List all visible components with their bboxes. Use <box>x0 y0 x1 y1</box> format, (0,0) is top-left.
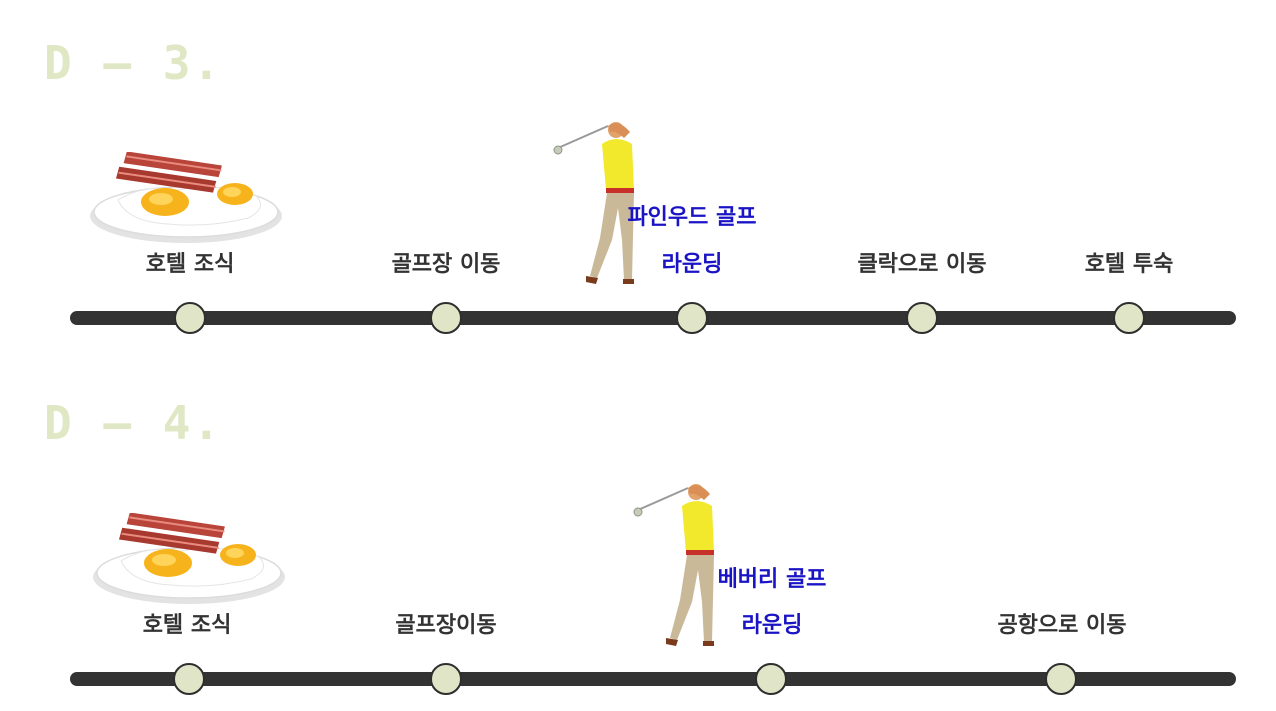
stop-label-breakfast: 호텔 조식 <box>142 613 232 638</box>
timeline-dot <box>430 663 462 695</box>
day-4-label: D – 4. <box>44 396 223 450</box>
golf-course-name: 베버리 골프 <box>717 567 827 592</box>
timeline-dot <box>174 302 206 334</box>
stop-label-breakfast: 호텔 조식 <box>145 252 235 277</box>
stop-label-move-to-airport: 공항으로 이동 <box>997 613 1127 638</box>
timeline-dot <box>755 663 787 695</box>
golfer-icon <box>553 122 634 284</box>
breakfast-plate-icon <box>90 152 282 243</box>
timeline-dot <box>173 663 205 695</box>
day-3-label: D – 3. <box>44 36 223 90</box>
breakfast-plate-icon <box>93 513 285 604</box>
stop-label-round: 라운딩 <box>661 252 723 277</box>
timeline-dot <box>1113 302 1145 334</box>
timeline-dot <box>906 302 938 334</box>
stop-label-round: 라운딩 <box>741 613 803 638</box>
timeline-dot <box>676 302 708 334</box>
timeline-bar <box>70 672 1236 686</box>
stop-label-hotel-stay: 호텔 투숙 <box>1084 252 1174 277</box>
stop-label-move-to-golf: 골프장이동 <box>395 613 497 638</box>
timeline-bar <box>70 311 1236 325</box>
timeline-dot <box>1045 663 1077 695</box>
golfer-icon <box>633 484 714 646</box>
timeline-dot <box>430 302 462 334</box>
golf-course-name: 파인우드 골프 <box>627 205 757 230</box>
stop-label-move-to-golf: 골프장 이동 <box>391 252 501 277</box>
stop-label-move-to-clark: 클락으로 이동 <box>857 252 987 277</box>
